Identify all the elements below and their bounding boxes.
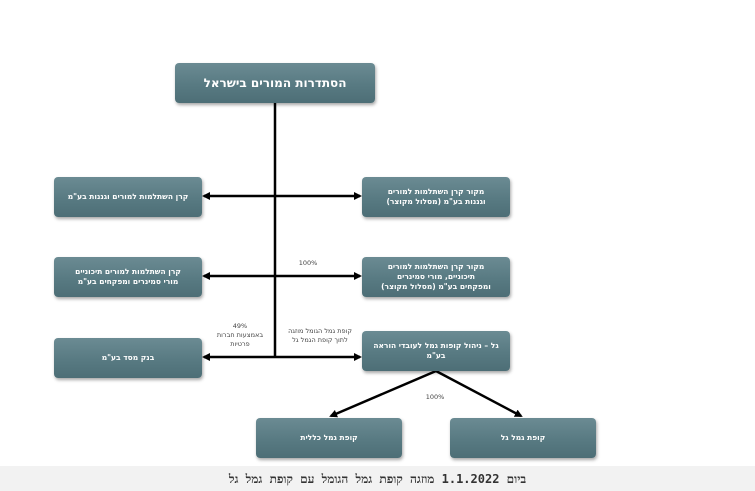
caption-text: ביום 1.1.2022 מוזגה קופת גמל הגומל עם קו… [228,472,527,486]
caption-bar: ביום 1.1.2022 מוזגה קופת גמל הגומל עם קו… [0,466,755,491]
node-fund-secondary: קרן השתלמות למורים תיכוניים מורי סמינרים… [54,257,202,297]
label-pct-bank: 49% באמצעות חברות פרטיות [216,322,264,348]
node-source-fund-2: מקור קרן השתלמות למורים תיכוניים, מורי ס… [362,257,510,297]
node-klalit-fund: קופת גמל כללית [256,418,402,458]
arrow-to-gal-fund [435,369,523,418]
node-fund-teachers-kindergarten: קרן השתלמות למורים וגננות בע"מ [54,177,202,217]
node-gal-fund: קופת גמל גל [450,418,596,458]
label-merge-note: קופת גמל הגומל מוזגה לתוך קופת הגמל גל [288,327,352,344]
label-pct-gal: 100% [425,393,445,401]
node-gal-management: גל – ניהול קופות גמל לעובדי הוראה בע"מ [362,331,510,371]
node-source-fund-1: מקור קרן השתלמות למורים וגננות בע"מ (מסל… [362,177,510,217]
node-bank-masad: בנק מסד בע"מ [54,338,202,378]
arrow-to-klalit [329,369,437,418]
label-pct-source-fund-2: 100% [298,259,318,267]
node-teachers-union: הסתדרות המורים בישראל [175,63,375,103]
